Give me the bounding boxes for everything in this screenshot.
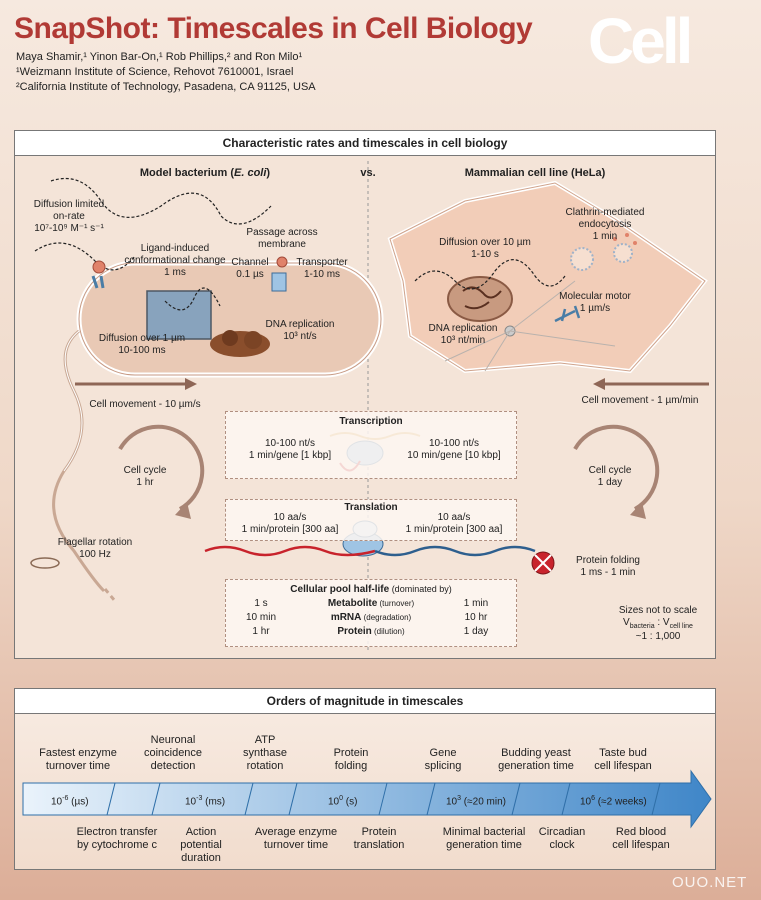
bacterium-heading: Model bacterium (E. coli) (139, 167, 271, 179)
event-taste-bud: Taste bud cell lifespan (594, 747, 652, 772)
transcription-title: Transcription (339, 416, 403, 427)
pool-row-metabolite-bacterium: 1 s (254, 598, 268, 609)
pool-row-mrna-bacterium: 10 min (245, 612, 276, 623)
cells-illustration (30, 161, 709, 651)
event-neuronal-coincidence: Neuronal coincidence detection (143, 734, 203, 772)
rotation-arrow (30, 557, 60, 569)
ligand-icon (92, 260, 106, 274)
mrna-strand (204, 545, 376, 557)
event-protein-translation: Protein translation (353, 826, 405, 851)
scale-note: Sizes not to scale Vbacteria : Vcell lin… (618, 605, 698, 643)
rates-panel-title: Characteristic rates and timescales in c… (15, 131, 715, 156)
pool-half-life-box: Cellular pool half-life (dominated by) 1… (225, 579, 517, 647)
pool-row-mrna: mRNA (degradation) (330, 612, 412, 623)
diffusion-box (146, 290, 212, 340)
bacterium-cell-cycle-arrow (118, 424, 205, 511)
event-gene-splicing: Gene splicing (424, 747, 462, 772)
watermark: OUO.NET (672, 874, 748, 891)
hela-movement-label: Cell movement - 1 µm/min (581, 395, 699, 406)
motor-icon (554, 305, 581, 323)
tick-second: 100 (s) (328, 795, 358, 808)
diffusion-path (50, 177, 272, 225)
event-budding-yeast: Budding yeast generation time (498, 747, 574, 772)
clathrin-vesicle (570, 247, 594, 271)
vs-label: vs. (360, 167, 376, 179)
rates-panel: Characteristic rates and timescales in c… (14, 130, 716, 659)
event-average-enzyme: Average enzyme turnover time (254, 826, 338, 851)
timescale-arrow (22, 769, 712, 829)
cell-journal-logo: Cell (588, 5, 693, 77)
pool-title: Cellular pool half-life (dominated by) (290, 584, 452, 595)
pool-row-metabolite: Metabolite (turnover) (327, 598, 415, 609)
pool-row-protein-bacterium: 1 hr (252, 626, 270, 637)
tick-20-min: 103 (≈20 min) (446, 795, 506, 808)
event-electron-transfer: Electron transfer by cytochrome c (76, 826, 158, 851)
page-title: SnapShot: Timescales in Cell Biology (14, 12, 533, 45)
pool-row-protein-hela: 1 day (463, 626, 489, 637)
tick-2-weeks: 106 (≈2 weeks) (580, 795, 647, 808)
tick-millisecond: 10-3 (ms) (185, 795, 226, 808)
channel-icon (271, 272, 287, 292)
event-minimal-bacterial: Minimal bacterial generation time (442, 826, 526, 851)
pool-row-mrna-hela: 10 hr (464, 612, 488, 623)
pool-row-protein: Protein (dilution) (337, 626, 405, 637)
transporter-ligand-icon (276, 256, 288, 268)
translation-title: Translation (344, 502, 398, 513)
authors: Maya Shamir,¹ Yinon Bar-On,¹ Rob Phillip… (16, 51, 303, 63)
hela-heading: Mammalian cell line (HeLa) (464, 167, 606, 179)
orders-of-magnitude-panel: Orders of magnitude in timescales 10-6 (… (14, 688, 716, 870)
event-atp-synthase: ATP synthase rotation (242, 734, 288, 772)
orders-panel-title: Orders of magnitude in timescales (15, 689, 715, 714)
event-red-blood-cell: Red blood cell lifespan (612, 826, 670, 851)
hela-cell-cycle-arrow (573, 424, 660, 511)
pool-row-metabolite-hela: 1 min (463, 598, 489, 609)
bacterium-movement-label: Cell movement - 10 µm/s (89, 399, 201, 410)
affiliation-2: ²California Institute of Technology, Pas… (16, 81, 316, 93)
event-action-potential: Action potential duration (180, 826, 222, 864)
affiliation-1: ¹Weizmann Institute of Science, Rehovot … (16, 66, 294, 78)
event-circadian-clock: Circadian clock (538, 826, 586, 851)
nucleus (447, 276, 513, 322)
event-fastest-enzyme: Fastest enzyme turnover time (39, 747, 117, 772)
protein-chain (374, 545, 536, 557)
event-protein-folding: Protein folding (333, 747, 369, 772)
tick-microsecond: 10-6 (µs) (51, 795, 89, 808)
